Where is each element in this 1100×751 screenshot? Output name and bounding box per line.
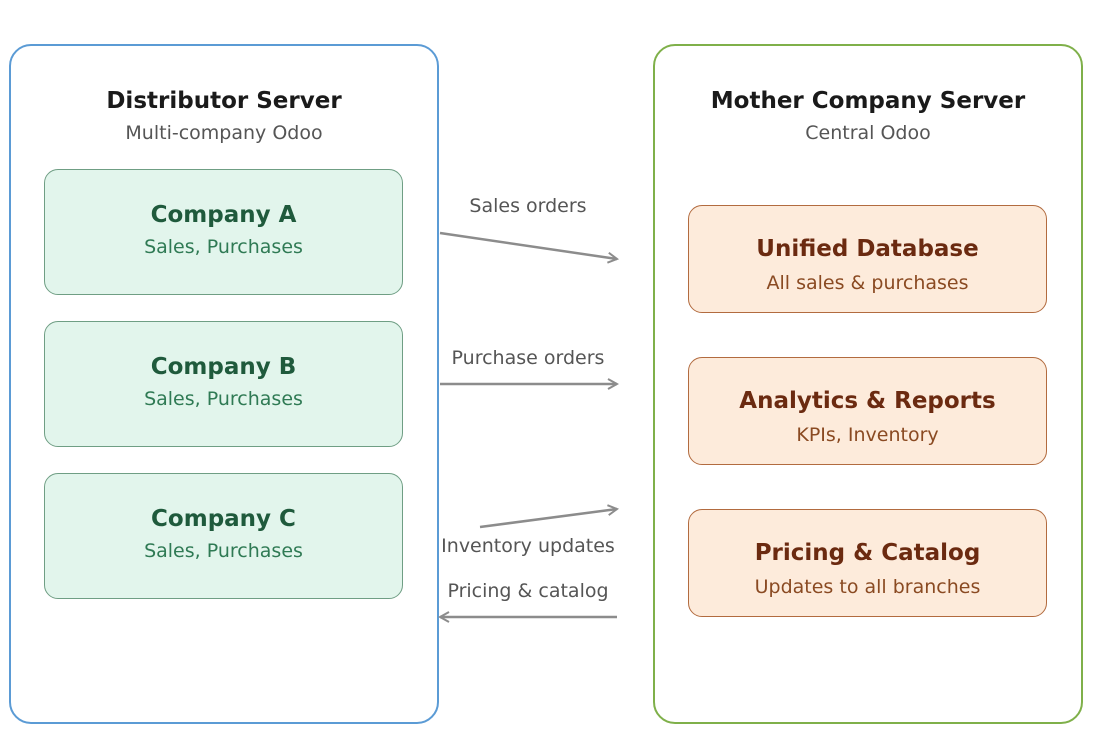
flow-label-pricing-catalog: Pricing & catalog xyxy=(447,580,609,602)
company-b-name: Company B xyxy=(150,354,297,380)
distributor-server-title: Distributor Server xyxy=(106,88,342,114)
company-c-name: Company C xyxy=(151,506,296,532)
company-b-desc: Sales, Purchases xyxy=(144,388,303,410)
company-c-desc: Sales, Purchases xyxy=(144,540,303,562)
unified-database-desc: All sales & purchases xyxy=(766,272,969,294)
analytics-reports-name: Analytics & Reports xyxy=(739,388,996,414)
company-a-box: Company A Sales, Purchases xyxy=(44,169,403,295)
unified-database-name: Unified Database xyxy=(756,236,979,262)
pricing-catalog-desc: Updates to all branches xyxy=(754,576,981,598)
flow-label-purchase-orders: Purchase orders xyxy=(451,347,605,369)
flow-label-sales-orders: Sales orders xyxy=(469,195,587,217)
sales-orders-arrow xyxy=(439,231,617,259)
company-a-desc: Sales, Purchases xyxy=(144,236,303,258)
pricing-catalog-name: Pricing & Catalog xyxy=(754,540,981,566)
company-b-box: Company B Sales, Purchases xyxy=(44,321,403,447)
analytics-reports-box: Analytics & Reports KPIs, Inventory xyxy=(688,357,1047,465)
analytics-reports-desc: KPIs, Inventory xyxy=(796,424,939,446)
company-c-box: Company C Sales, Purchases xyxy=(44,473,403,599)
pricing-catalog-box: Pricing & Catalog Updates to all branche… xyxy=(688,509,1047,617)
unified-database-box: Unified Database All sales & purchases xyxy=(688,205,1047,313)
inventory-updates-arrow xyxy=(479,509,617,529)
mother-server-title: Mother Company Server xyxy=(710,88,1026,114)
mother-server-subtitle: Central Odoo xyxy=(805,122,931,144)
company-a-name: Company A xyxy=(150,202,297,228)
flow-label-inventory-updates: Inventory updates xyxy=(441,535,615,557)
distributor-server-subtitle: Multi-company Odoo xyxy=(125,122,323,144)
